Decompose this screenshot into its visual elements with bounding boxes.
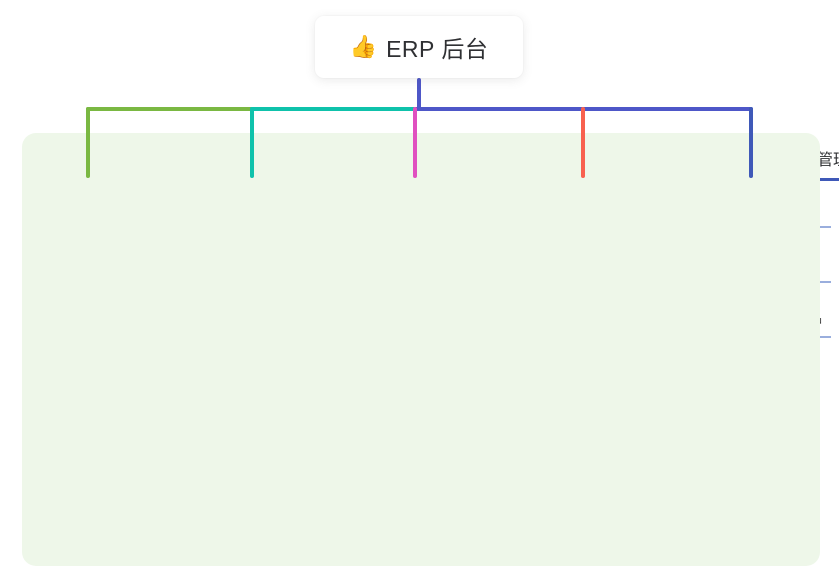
thumbs-up-icon: 👍 — [349, 34, 378, 59]
branch-panel — [22, 133, 820, 566]
connector-drop-2 — [250, 107, 254, 178]
connector-bus-green — [86, 107, 254, 111]
connector-bus-teal — [250, 107, 417, 111]
connector-drop-3 — [413, 107, 417, 178]
root-node[interactable]: 👍 ERP 后台 — [315, 16, 523, 78]
connector-drop-4 — [581, 107, 585, 178]
connector-drop-5 — [749, 107, 753, 178]
connector-root-trunk — [417, 78, 421, 111]
connector-drop-1 — [86, 107, 90, 178]
root-title: ERP 后台 — [386, 36, 489, 62]
